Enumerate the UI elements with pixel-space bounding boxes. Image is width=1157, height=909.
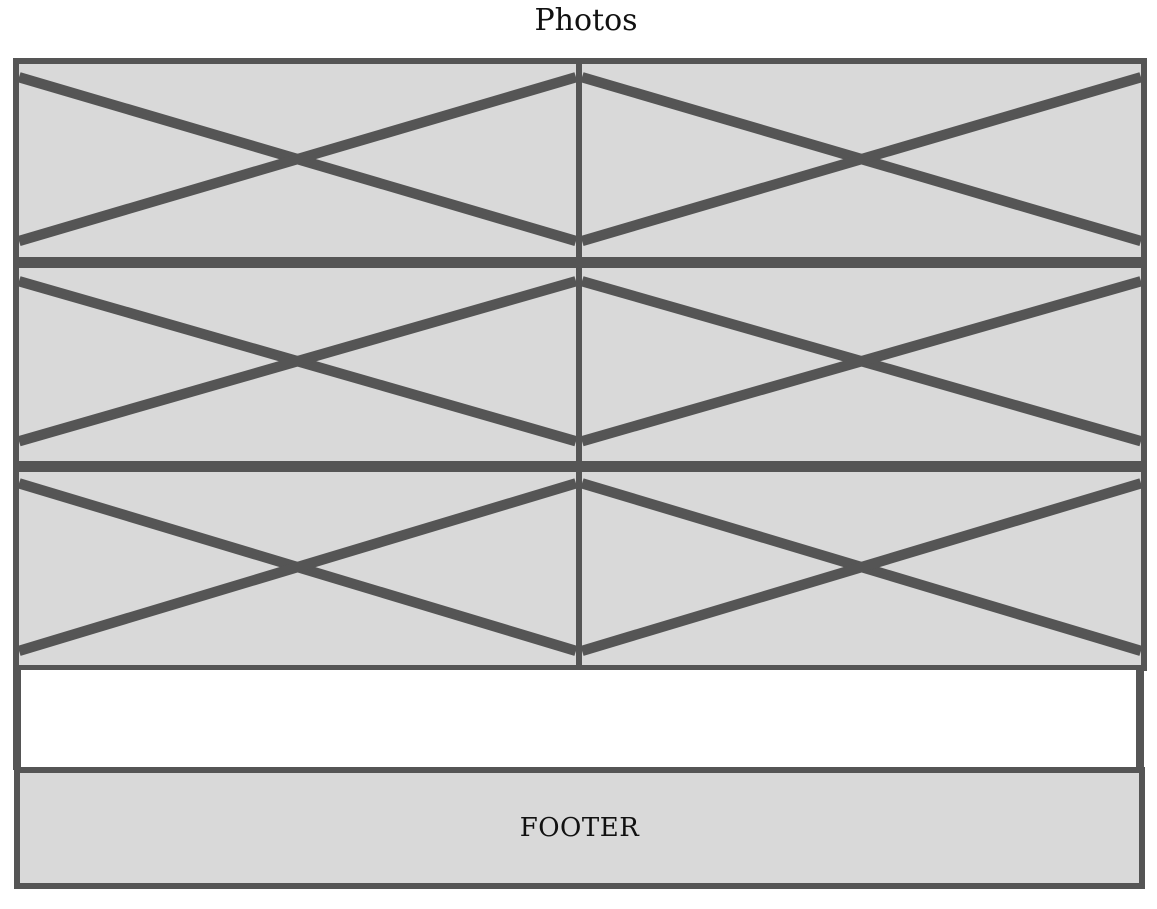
image-placeholder-icon (582, 276, 1141, 447)
image-placeholder-icon (582, 478, 1141, 656)
image-placeholder-icon (19, 478, 576, 656)
image-placeholder-icon (582, 72, 1141, 246)
photo-placeholder-5[interactable] (13, 466, 582, 671)
content-area (13, 670, 1144, 770)
image-placeholder-icon (19, 72, 576, 246)
photo-placeholder-3[interactable] (13, 262, 582, 467)
image-placeholder-icon (19, 276, 576, 447)
footer: FOOTER (14, 767, 1145, 889)
page-title: Photos (534, 3, 638, 38)
photo-placeholder-4[interactable] (576, 262, 1147, 467)
footer-label: FOOTER (519, 813, 640, 843)
photo-placeholder-6[interactable] (576, 466, 1147, 671)
photo-placeholder-2[interactable] (576, 58, 1147, 263)
photo-placeholder-1[interactable] (13, 58, 582, 263)
